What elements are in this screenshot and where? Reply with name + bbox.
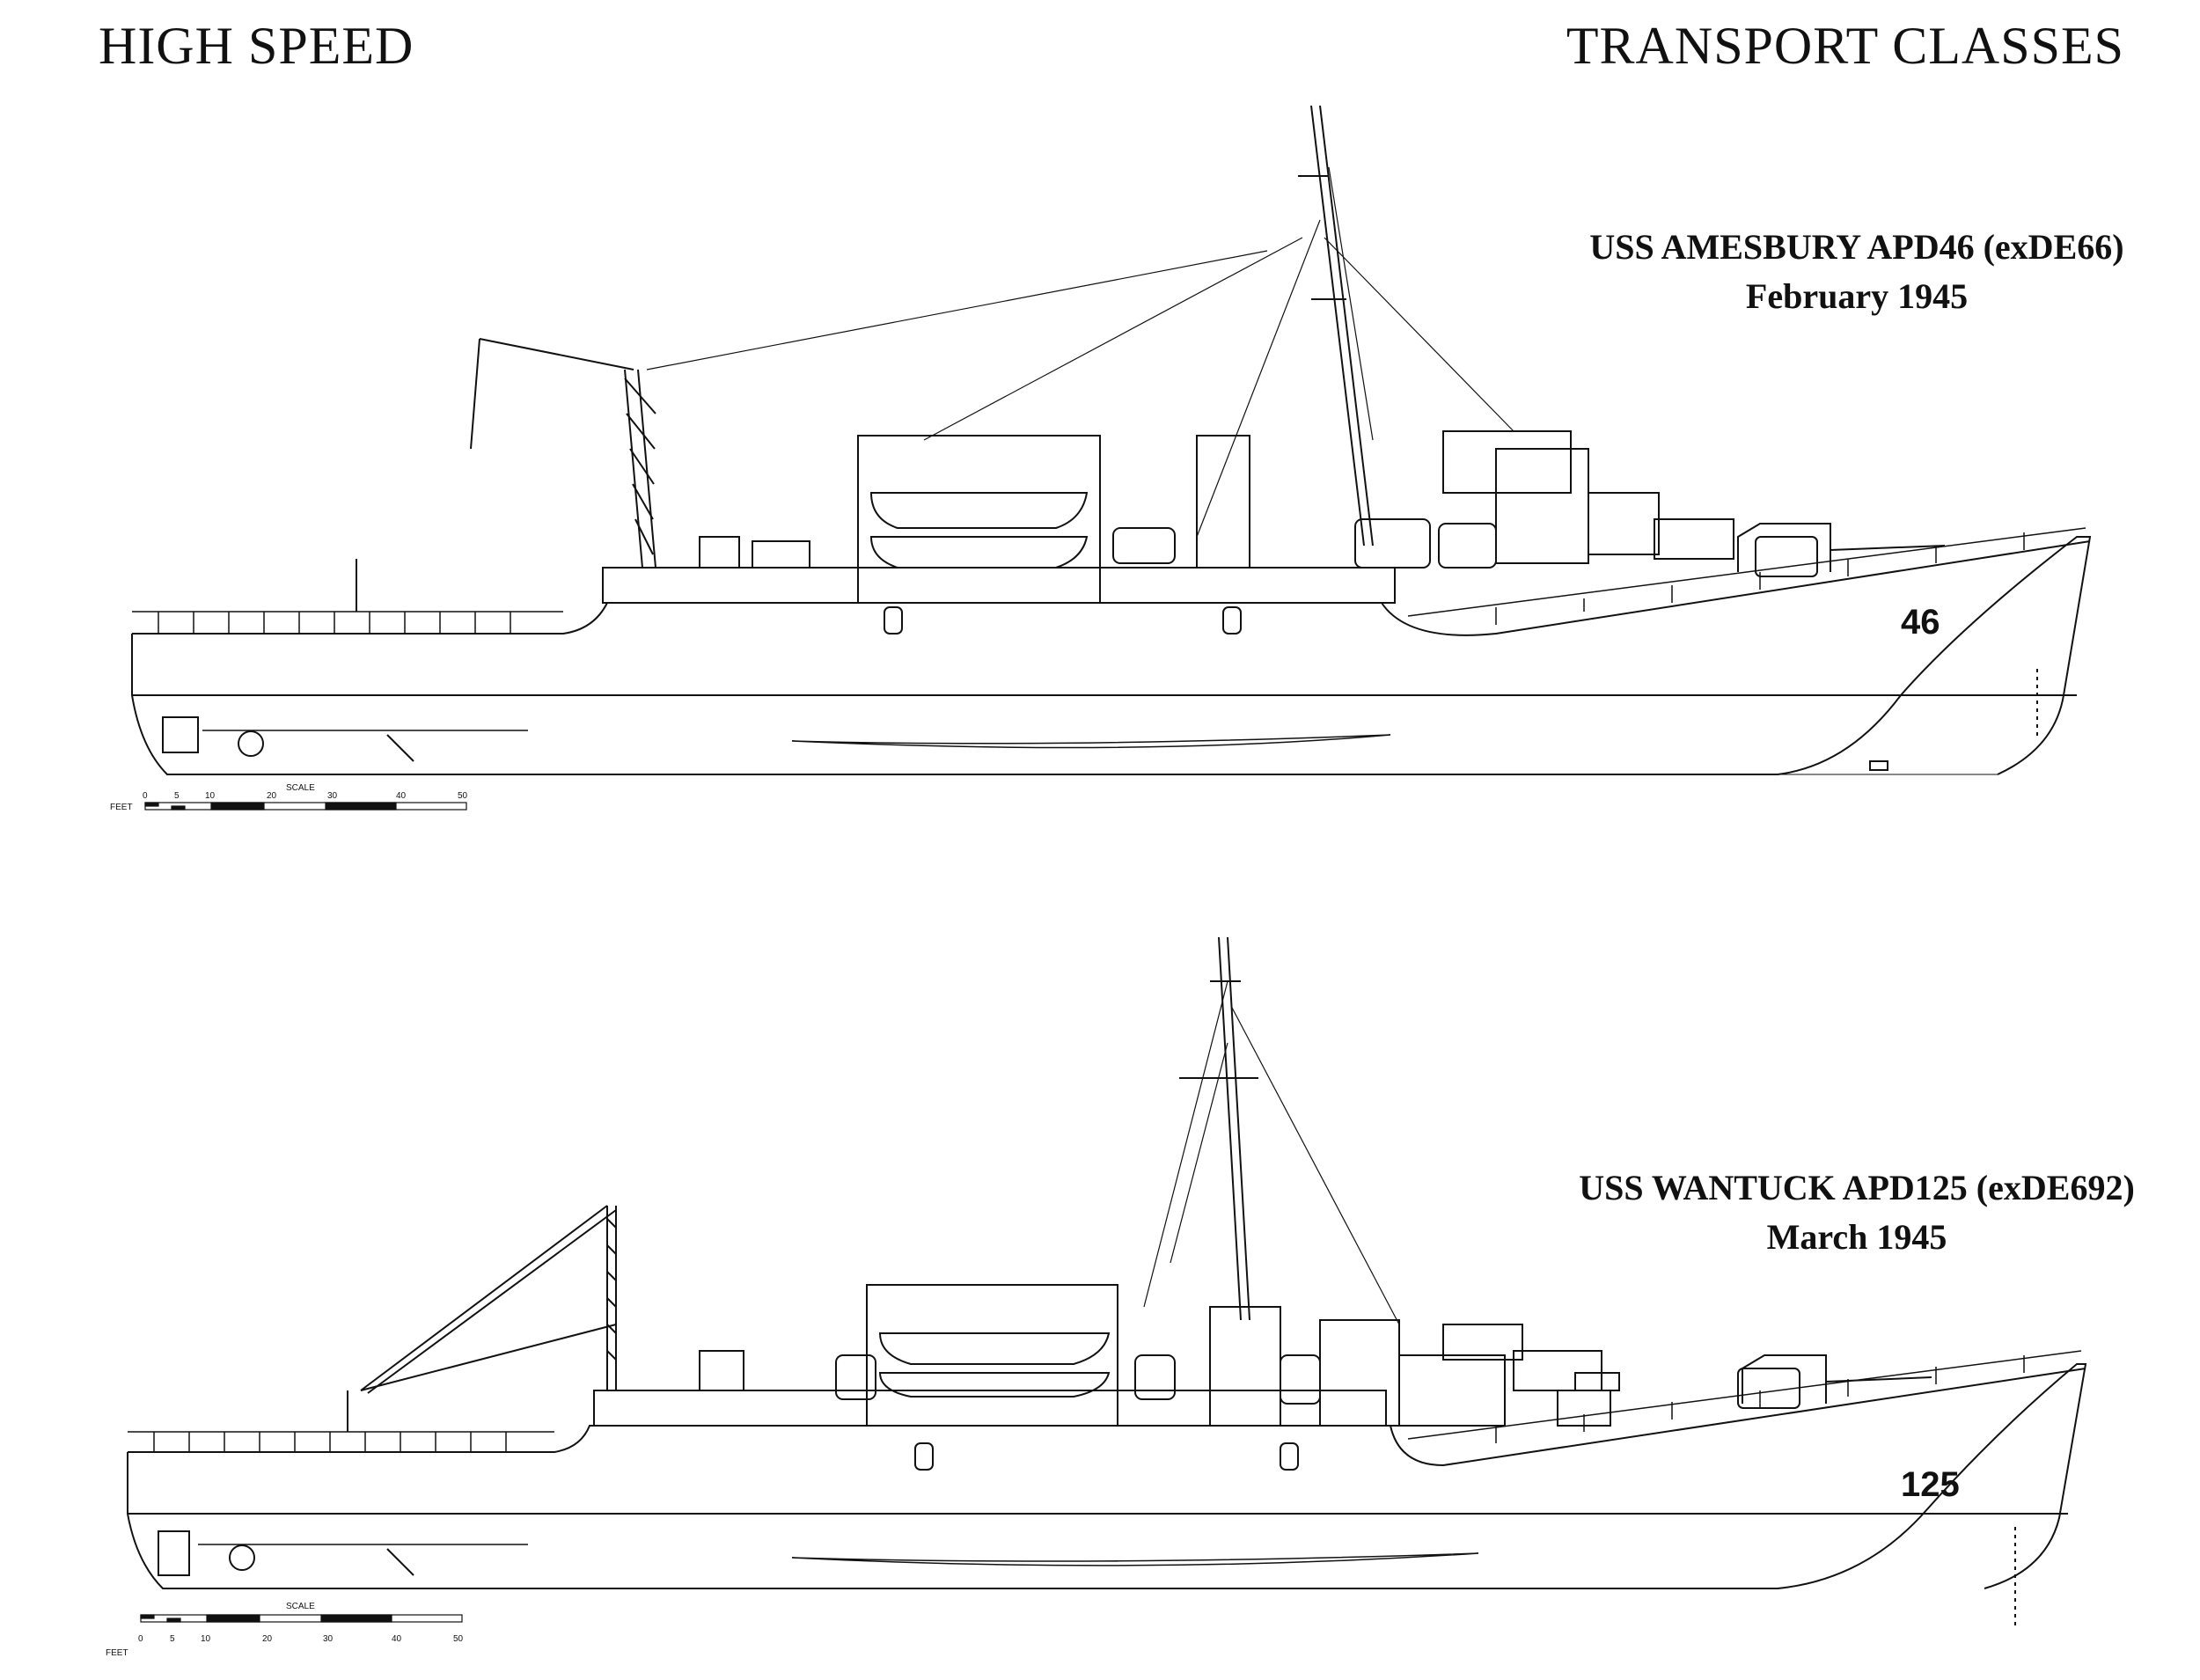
ship-1-deck-rails	[132, 527, 2086, 634]
scale-title-2: SCALE	[286, 1602, 315, 1611]
scale2-tick-30: 30	[323, 1634, 334, 1644]
scale-tick-20: 20	[267, 791, 277, 801]
scale-tick-30: 30	[327, 791, 338, 801]
ship-1-name: USS AMESBURY APD46 (exDE66)	[1589, 227, 2124, 267]
ship-2-crane	[347, 1205, 617, 1432]
scale-tick-50: 50	[458, 791, 468, 801]
scale2-tick-20: 20	[262, 1634, 273, 1644]
ship-2-deck-rails	[128, 1350, 2082, 1452]
ship-2-name: USS WANTUCK APD125 (exDE692)	[1579, 1168, 2135, 1207]
ship-2-scale-bar: SCALE FEET 0 5 10 20 30 40 50	[106, 1602, 464, 1658]
scale2-tick-0: 0	[138, 1634, 143, 1644]
ship-1-caption: USS AMESBURY APD46 (exDE66) February 194…	[1558, 223, 2156, 321]
ship-2-hull	[127, 1363, 2087, 1628]
scale-tick-5: 5	[174, 791, 180, 801]
header-left-title: HIGH SPEED	[99, 17, 414, 75]
ship-1-date: February 1945	[1745, 276, 1969, 316]
scale-tick-10: 10	[205, 791, 216, 801]
ship-2-superstructure	[593, 1284, 1932, 1427]
ship-1-crane	[356, 338, 656, 612]
scale2-tick-50: 50	[453, 1634, 464, 1644]
scale-unit-label: FEET	[110, 803, 133, 812]
ship-2-hull-number: 125	[1901, 1465, 1960, 1504]
ship-2-drawing: 125 SCALE FEET 0 5 10 20 30 40 50	[106, 936, 2087, 1658]
scale2-tick-40: 40	[392, 1634, 402, 1644]
ship-1-hull-number: 46	[1901, 603, 1940, 642]
scale-tick-0: 0	[143, 791, 148, 801]
scale-title: SCALE	[286, 783, 315, 793]
ship-1-scale-bar: SCALE FEET 0 5 10 20 30 40 50	[110, 783, 468, 812]
scale-unit-label-2: FEET	[106, 1648, 128, 1658]
scale2-tick-10: 10	[201, 1634, 211, 1644]
scale2-tick-5: 5	[170, 1634, 175, 1644]
ship-2-date: March 1945	[1766, 1217, 1947, 1257]
ship-1-superstructure	[602, 430, 1946, 604]
ship-2-gun-mount	[1737, 1368, 1800, 1409]
ship-1-hull	[131, 536, 2092, 775]
ship-1-gun-mount	[1755, 536, 1818, 577]
ship-2-mast	[1143, 936, 1400, 1325]
scale-tick-40: 40	[396, 791, 407, 801]
header-right-title: TRANSPORT CLASSES	[1566, 17, 2124, 75]
ship-1-drawing: 46 SCALE FEET 0 5 10 20 30 40 50	[110, 105, 2092, 812]
ship-1-mast	[646, 105, 1514, 547]
ship-2-caption: USS WANTUCK APD125 (exDE692) March 1945	[1549, 1163, 2165, 1262]
